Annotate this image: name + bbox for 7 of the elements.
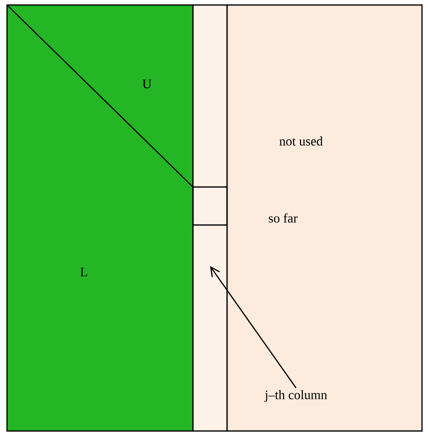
region-label: U xyxy=(142,80,152,88)
column-strip xyxy=(192,4,228,432)
note-text: so far xyxy=(268,213,298,223)
arrow xyxy=(210,266,296,388)
column-label: j–th column xyxy=(264,390,328,402)
region-label: L xyxy=(80,268,88,276)
note-text: not used xyxy=(279,136,323,146)
